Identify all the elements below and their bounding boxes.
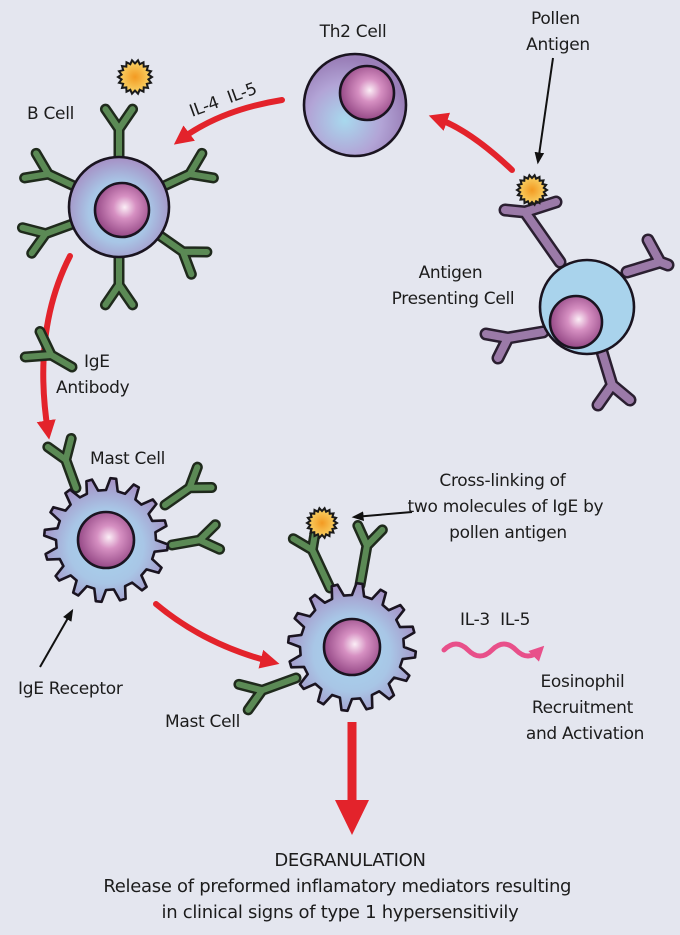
pollen-antigen-icon	[515, 173, 549, 207]
apc-nucleus	[548, 294, 604, 350]
label-eosinophil: Eosinophil Recruitment and Activation	[526, 672, 644, 744]
label-mast-cell-1: Mast Cell	[90, 449, 165, 469]
label-ige-receptor: IgE Receptor	[18, 679, 123, 699]
b-cell-antibody-lower-left	[16, 217, 80, 259]
mast-cell-2-antibody-crosslinked-right	[352, 520, 388, 591]
antigen-presenting-cell	[479, 195, 675, 412]
pointer-pollen-antigen	[534, 57, 554, 165]
arrow-th2-to-bcell	[173, 97, 285, 145]
pollen-antigen-icon	[116, 58, 154, 96]
pollen-antigen-on-apc	[515, 173, 549, 207]
label-pollen-antigen: Pollen Antigen	[526, 9, 590, 55]
label-cytokines-il3-il5: IL-3 IL-5	[460, 610, 530, 630]
label-degranulation-description: Release of preformed inflamatory mediato…	[103, 876, 576, 923]
b-cell-antibodies	[16, 103, 219, 311]
label-crosslinking: Cross-linking of two molecules of IgE by…	[408, 471, 609, 543]
th2-cell	[302, 52, 408, 158]
mast-cell-1-antibody-right-lower	[166, 519, 226, 555]
label-mast-cell-2: Mast Cell	[165, 712, 240, 732]
mast-cell-2	[233, 520, 418, 716]
mast-cell-1-antibody-right-upper	[159, 461, 218, 511]
b-cell	[16, 103, 219, 311]
free-ige-antibody	[19, 326, 78, 373]
b-cell-antibody-upper-left	[19, 147, 81, 193]
mast-cell-1-nucleus	[76, 510, 136, 570]
mast-cell-1	[42, 432, 226, 604]
b-cell-antibody-top	[99, 103, 139, 165]
b-cell-nucleus	[93, 181, 151, 239]
mast-cell-2-antibody-left	[233, 672, 302, 716]
arrow-degranulation-head	[335, 800, 369, 835]
pollen-antigen-crosslinking	[305, 506, 339, 540]
arrow-mastcell-to-crosslinked	[153, 601, 280, 669]
apc-processes	[479, 195, 675, 412]
label-th2-cell: Th2 Cell	[319, 22, 387, 42]
b-cell-antibody-bottom	[99, 249, 139, 311]
label-b-cell: B Cell	[27, 104, 74, 124]
b-cell-antibody-lower-right	[152, 229, 213, 280]
mast-cell-1-antibodies	[42, 432, 226, 555]
mast-cell-2-nucleus	[322, 617, 382, 677]
cytokine-wave-arrow	[441, 641, 545, 662]
arrow-apc-to-th2	[428, 112, 515, 173]
label-degranulation-title: DEGRANULATION	[274, 850, 425, 871]
pointer-ige-receptor	[39, 608, 74, 668]
mast-cell-1-antibody-top	[42, 432, 82, 494]
label-antigen-presenting-cell: Antigen Presenting Cell	[392, 263, 515, 309]
th2-nucleus	[338, 64, 396, 122]
pollen-antigen-icon	[305, 506, 339, 540]
pointer-crosslinking	[351, 511, 413, 521]
b-cell-antibody-upper-right	[157, 147, 219, 193]
free-ige-antibody-icon	[19, 326, 78, 373]
pollen-antigen-on-b-cell	[116, 58, 154, 96]
label-ige-antibody: IgE Antibody	[56, 352, 130, 398]
